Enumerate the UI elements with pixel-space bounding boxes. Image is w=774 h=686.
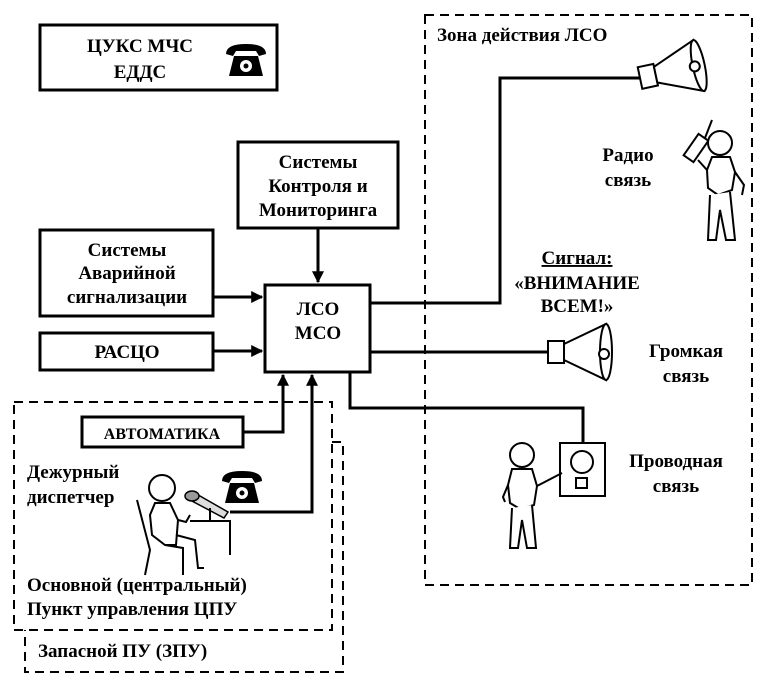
alarm-line2: Аварийной bbox=[78, 263, 175, 284]
cuks-line2: ЕДДС bbox=[114, 62, 167, 83]
cuks-line1: ЦУКС МЧС bbox=[87, 36, 193, 57]
loudspeaker-icon bbox=[636, 38, 708, 93]
alarm-line1: Системы bbox=[88, 240, 167, 261]
person-icon bbox=[501, 442, 563, 549]
cpu-line1: Основной (центральный) bbox=[27, 575, 247, 596]
cpu-boundary bbox=[13, 401, 333, 631]
zpu-boundary bbox=[24, 441, 344, 673]
rasco-box: РАСЦО bbox=[38, 331, 215, 372]
lso-box: ЛСО МСО bbox=[263, 283, 372, 374]
dispatcher-line2: диспетчер bbox=[27, 487, 114, 508]
rasco-label: РАСЦО bbox=[95, 342, 160, 363]
line-to-radio-speaker bbox=[370, 76, 640, 305]
dispatcher-figure-icon bbox=[136, 474, 231, 576]
automation-label: АВТОМАТИКА bbox=[104, 426, 221, 443]
telephone-icon bbox=[222, 471, 262, 503]
alarm-line3: сигнализации bbox=[67, 287, 187, 308]
microphone-icon bbox=[184, 490, 230, 522]
wired-line2: связь bbox=[653, 476, 699, 497]
wired-line1: Проводная bbox=[629, 451, 723, 472]
arrow-dispatcher-lso bbox=[230, 373, 318, 514]
loudspeaker-icon bbox=[547, 322, 613, 382]
dispatcher-line1: Дежурный bbox=[27, 462, 119, 483]
lso-line1: ЛСО bbox=[297, 299, 340, 320]
zone-title: Зона действия ЛСО bbox=[437, 25, 607, 46]
monitoring-line1: Системы bbox=[279, 152, 358, 173]
lso-line2: МСО bbox=[295, 323, 341, 344]
radio-line2: связь bbox=[605, 170, 651, 191]
zone-boundary bbox=[424, 14, 753, 586]
zpu-label: Запасной ПУ (ЗПУ) bbox=[38, 641, 207, 662]
cpu-line2: Пункт управления ЦПУ bbox=[27, 599, 237, 620]
signal-line2: ВСЕМ!» bbox=[541, 296, 614, 317]
alarm-box: Системы Аварийной сигнализации bbox=[38, 228, 215, 318]
monitoring-line2: Контроля и bbox=[268, 176, 367, 197]
automation-box: АВТОМАТИКА bbox=[80, 415, 245, 449]
loud-line1: Громкая bbox=[649, 341, 723, 362]
monitoring-box: Системы Контроля и Мониторинга bbox=[236, 140, 400, 230]
cuks-box: ЦУКС МЧС ЕДДС bbox=[38, 23, 279, 92]
line-to-wired-panel bbox=[348, 372, 585, 443]
arrow-automation-lso bbox=[243, 373, 289, 434]
signal-label: Сигнал: bbox=[542, 248, 613, 269]
signal-line1: «ВНИМАНИЕ bbox=[514, 273, 640, 294]
radio-line1: Радио bbox=[602, 145, 653, 166]
wall-panel-icon bbox=[559, 442, 606, 497]
loud-line2: связь bbox=[663, 366, 709, 387]
radio-operator-icon bbox=[682, 119, 746, 241]
monitoring-line3: Мониторинга bbox=[259, 200, 378, 221]
